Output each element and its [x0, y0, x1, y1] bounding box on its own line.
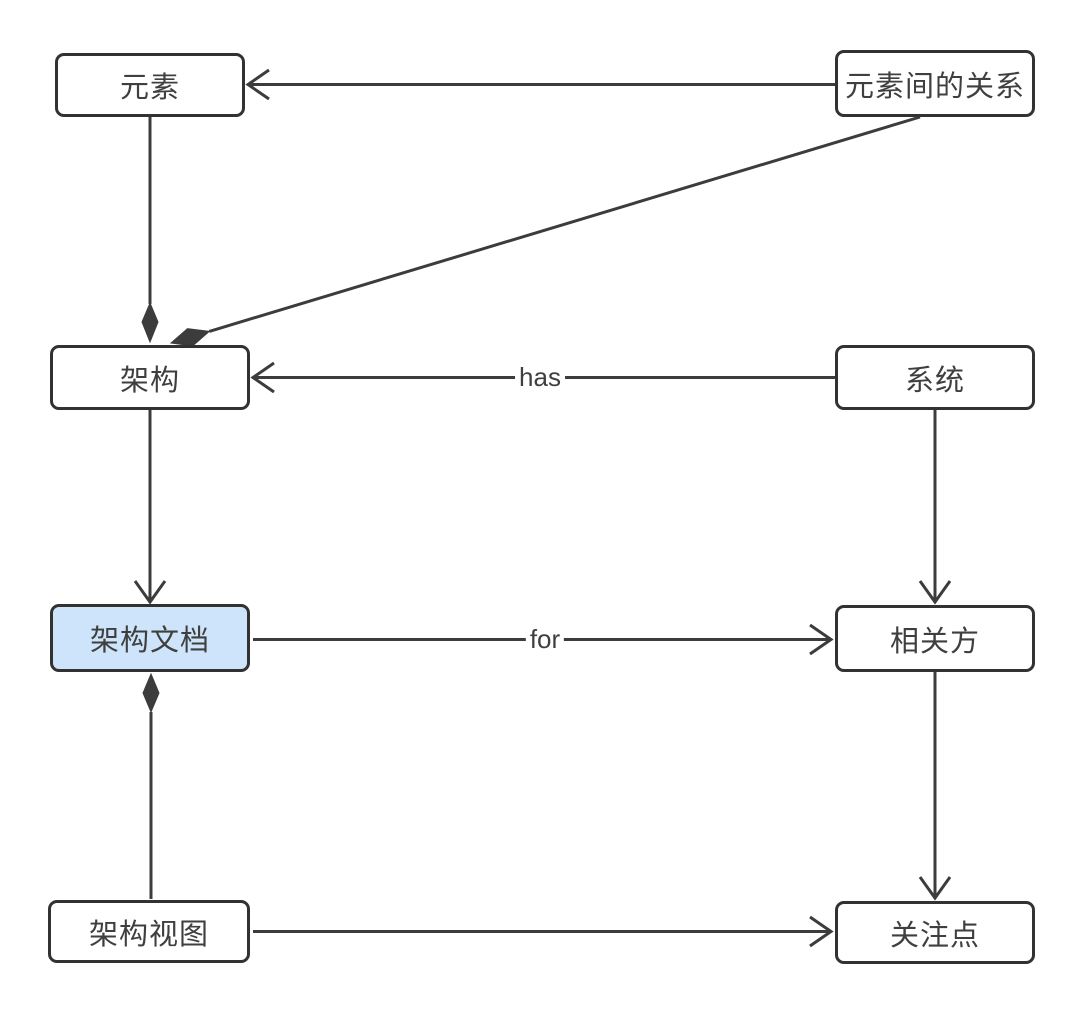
edge-element-to-architecture [141, 117, 159, 344]
edge-architecture-to-architecture-document [133, 410, 167, 605]
node-element: 元素 [55, 53, 245, 117]
edge-system-to-stakeholder [918, 410, 952, 605]
edge-stakeholder-to-concern [918, 672, 952, 901]
node-element-relationship: 元素间的关系 [835, 50, 1035, 117]
node-architecture-view: 架构视图 [48, 900, 250, 963]
node-stakeholder: 相关方 [835, 605, 1035, 672]
node-architecture-document: 架构文档 [50, 604, 250, 672]
node-element-relationship-label: 元素间的关系 [844, 70, 1025, 103]
node-architecture-label: 架构 [119, 364, 180, 397]
node-element-label: 元素 [119, 72, 180, 104]
edge-architecture-document-to-architecture-view [142, 672, 160, 899]
edge-architecture-view-to-concern [253, 915, 834, 948]
node-architecture: 架构 [50, 345, 250, 410]
edge-label-for: for [525, 621, 565, 659]
node-system-label: 系统 [904, 364, 965, 397]
edge-element-relationship-to-element [245, 68, 835, 101]
node-concern-label: 关注点 [889, 919, 980, 952]
edge-label-has: has [515, 359, 565, 397]
edge-element-relationship-to-architecture [169, 115, 921, 347]
node-architecture-view-label: 架构视图 [88, 918, 209, 951]
node-concern: 关注点 [835, 901, 1035, 964]
node-architecture-document-label: 架构文档 [89, 625, 210, 657]
node-system: 系统 [835, 345, 1035, 410]
node-stakeholder-label: 相关方 [889, 625, 980, 658]
